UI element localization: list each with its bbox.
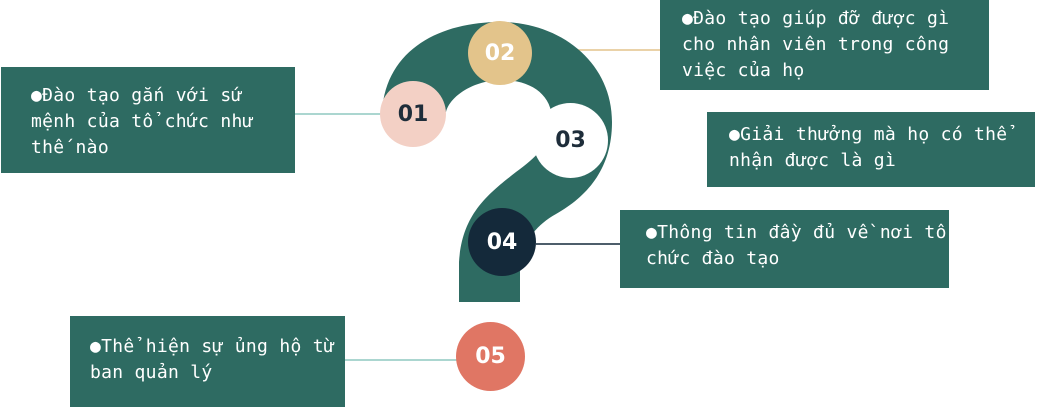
text-box-01-label: Đào tạo gắn với sứ mệnh của tổ chức như … [31, 85, 254, 158]
text-box-01: ●Đào tạo gắn với sứ mệnh của tổ chức như… [1, 67, 295, 173]
text-box-05: ●Thể hiện sự ủng hộ từ ban quản lý [70, 316, 345, 407]
text-box-04-label: Thông tin đầy đủ về nơi tổ chức đào tạo [646, 222, 947, 269]
step-circle-05: 05 [456, 322, 525, 391]
text-box-02-label: Đào tạo giúp đỡ được gì cho nhân viên tr… [682, 8, 950, 81]
text-box-05-label: Thể hiện sự ủng hộ từ ban quản lý [90, 336, 336, 383]
step-circle-04: 04 [468, 208, 536, 276]
step-circle-03: 03 [533, 103, 608, 178]
step-circle-02: 02 [468, 21, 532, 85]
bullet-icon: ● [729, 124, 741, 145]
bullet-icon: ● [646, 222, 658, 243]
step-number-03: 03 [555, 128, 586, 153]
question-mark-body [382, 22, 612, 302]
step-number-01: 01 [397, 101, 429, 127]
bullet-icon: ● [682, 8, 694, 29]
step-number-05: 05 [475, 344, 506, 369]
step-number-02: 02 [484, 40, 516, 66]
bullet-icon: ● [31, 85, 43, 106]
step-number-04: 04 [486, 229, 518, 255]
text-box-03-label: Giải thưởng mà họ có thể nhận được là gì [729, 124, 1008, 171]
step-circle-01: 01 [380, 81, 446, 147]
text-box-03: ●Giải thưởng mà họ có thể nhận được là g… [707, 112, 1035, 187]
bullet-icon: ● [90, 336, 102, 357]
text-box-02: ●Đào tạo giúp đỡ được gì cho nhân viên t… [660, 0, 989, 90]
text-box-04: ●Thông tin đầy đủ về nơi tổ chức đào tạo [620, 210, 949, 288]
